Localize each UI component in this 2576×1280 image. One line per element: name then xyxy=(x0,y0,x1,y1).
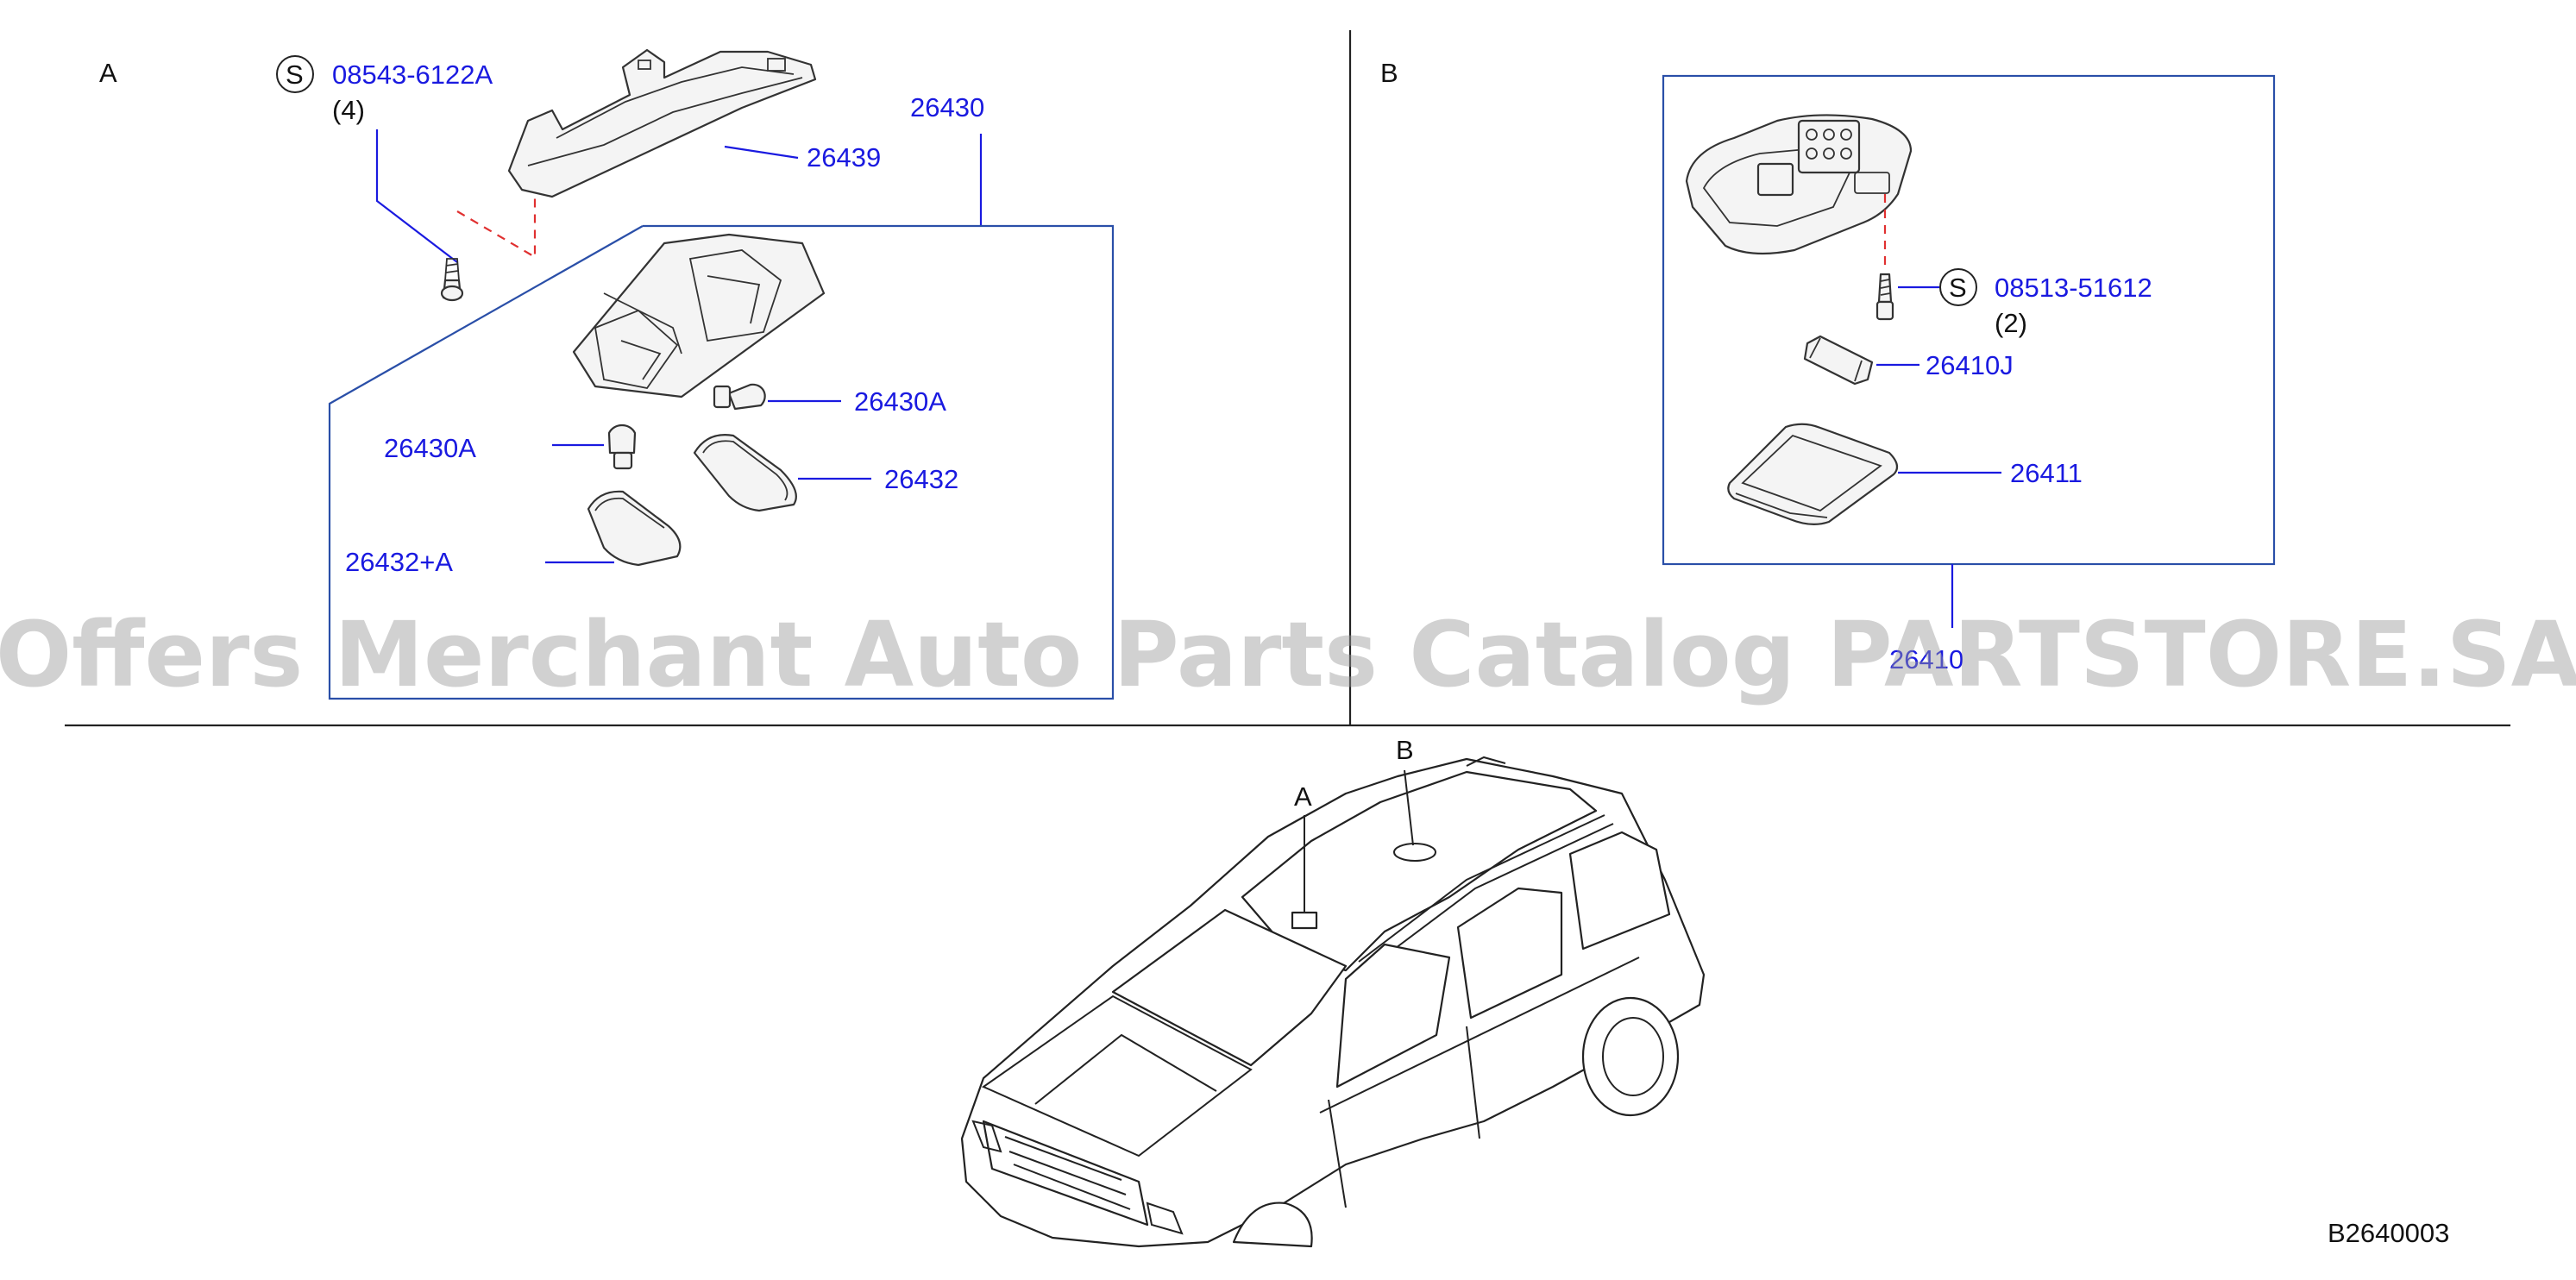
lens-right-part-number[interactable]: 26432 xyxy=(884,464,958,494)
lamp-b-housing-drawing xyxy=(1685,114,1913,255)
lamp-assembly-b-frame xyxy=(1662,74,2276,566)
install-dash-a xyxy=(456,181,537,259)
bracket-part-number[interactable]: 26439 xyxy=(807,142,881,173)
bracket-leader xyxy=(724,145,799,160)
lamp-assembly-a-number[interactable]: 26430 xyxy=(910,92,984,122)
screw-icon xyxy=(440,258,464,302)
figure-code: B2640003 xyxy=(2328,1218,2449,1248)
lamp-assembly-b-number[interactable]: 26410 xyxy=(1889,644,1963,675)
screw-leader-a xyxy=(375,129,458,263)
screw-qty-a: (4) xyxy=(332,95,365,125)
bulb-right-icon xyxy=(713,383,766,411)
screw-b-icon xyxy=(1875,273,1894,321)
screw-qty-b: (2) xyxy=(1995,308,2027,338)
screw-code-a[interactable]: 08543-6122A xyxy=(332,60,493,90)
screw-code-b[interactable]: 08513-51612 xyxy=(1995,273,2152,303)
bulb-b-icon xyxy=(1803,335,1874,386)
section-a-label: A xyxy=(99,58,117,88)
screw-spec-b: S 08513-51612 (2) xyxy=(1939,268,2152,338)
screw-symbol-a: S xyxy=(286,60,304,90)
lens-b-drawing xyxy=(1727,423,1899,525)
screw-spec-a: S 08543-6122A (4) xyxy=(276,55,493,125)
screw-symbol-b: S xyxy=(1949,273,1967,303)
lens-right-drawing xyxy=(693,434,797,512)
lens-left-drawing xyxy=(587,490,682,567)
bulb-left-icon xyxy=(607,424,637,470)
section-b-label: B xyxy=(1380,58,1398,88)
lamp-housing-drawing xyxy=(572,233,826,398)
lens-b-part-number[interactable]: 26411 xyxy=(2010,458,2083,488)
bracket-drawing xyxy=(507,48,817,198)
lamp-assembly-a-frame xyxy=(328,224,1115,700)
car-marker-b: B xyxy=(1396,735,1414,765)
bulb-b-part-number[interactable]: 26410J xyxy=(1926,350,2014,380)
car-marker-b-leader xyxy=(1404,769,1414,846)
car-marker-a: A xyxy=(1294,781,1312,812)
vehicle-drawing xyxy=(960,756,1706,1248)
bulb-right-part-number[interactable]: 26430A xyxy=(854,386,946,417)
bulb-left-part-number[interactable]: 26430A xyxy=(384,433,476,463)
lens-left-part-number[interactable]: 26432+A xyxy=(345,547,453,577)
watermark-text: Offers Merchant Auto Parts Catalog PARTS… xyxy=(0,602,2576,707)
